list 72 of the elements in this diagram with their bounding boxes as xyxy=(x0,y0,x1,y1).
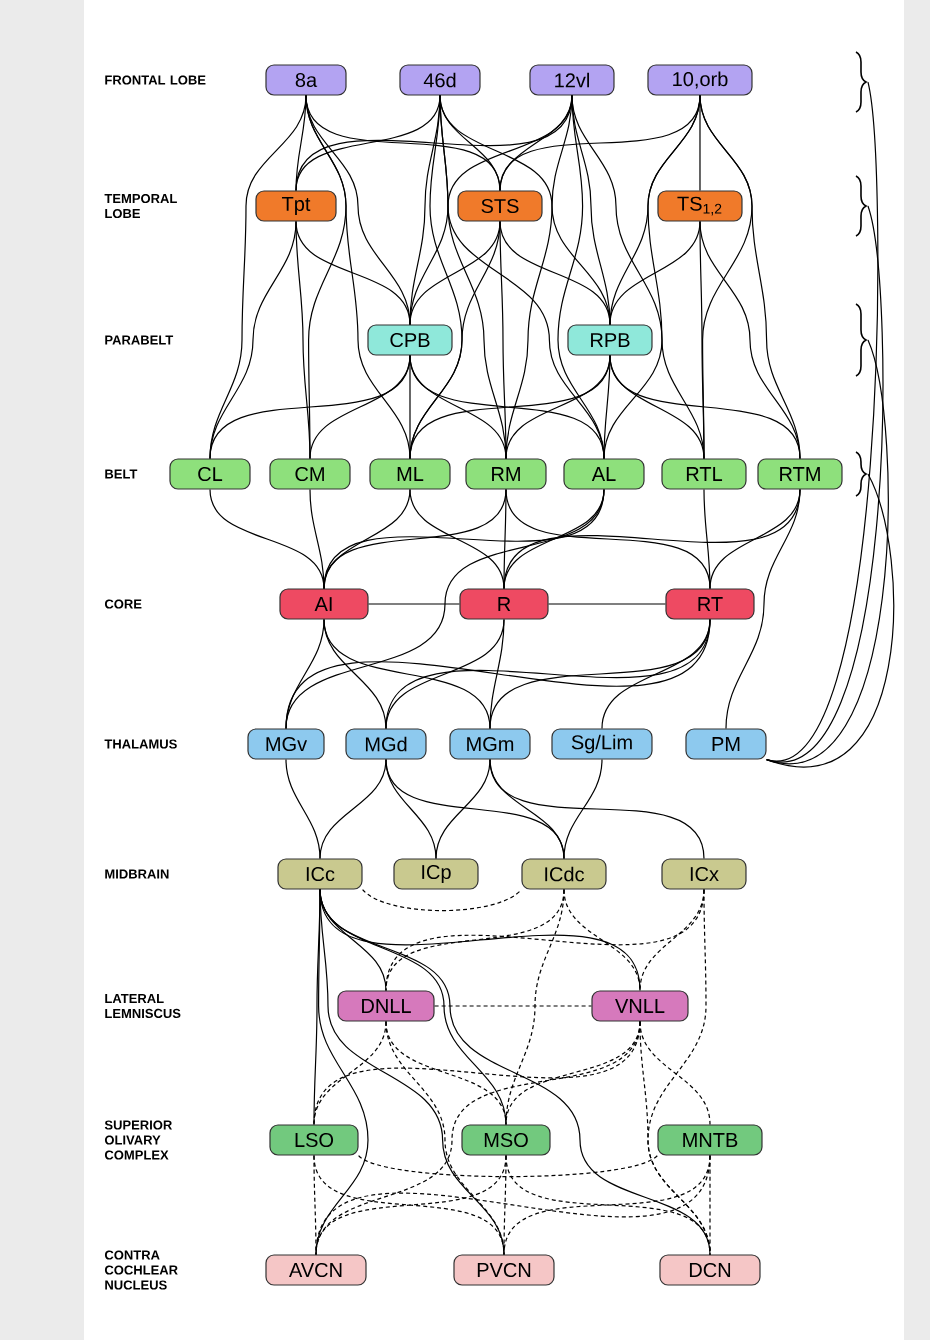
area-box: ICdc xyxy=(521,858,607,890)
area-box: AL xyxy=(563,458,645,490)
connection-line xyxy=(503,489,507,589)
connection-line xyxy=(309,489,325,589)
area-box: RT xyxy=(665,588,755,620)
area-box: PM xyxy=(685,728,767,760)
area-box: AVCN xyxy=(265,1254,367,1286)
area-box: CM xyxy=(269,458,351,490)
connection-line xyxy=(409,355,507,460)
area-box: 10,orb xyxy=(647,64,753,96)
area-box: CL xyxy=(169,458,251,490)
connection-line xyxy=(703,489,711,589)
area-box: ICc xyxy=(277,858,363,890)
connection-line xyxy=(699,95,801,460)
connection-line xyxy=(209,95,307,460)
connection-line xyxy=(647,889,711,1255)
area-box: RM xyxy=(465,458,547,490)
connection-line xyxy=(563,759,603,859)
area-box: ICx xyxy=(661,858,747,890)
area-box: MGm xyxy=(449,728,531,760)
area-box: R xyxy=(459,588,549,620)
area-box: CPB xyxy=(367,324,453,356)
area-box: RTM xyxy=(757,458,843,490)
area-box: Tpt xyxy=(255,190,337,222)
area-box: MSO xyxy=(461,1124,551,1156)
connection-line xyxy=(435,759,491,859)
connection-line xyxy=(699,221,705,460)
area-box: STS xyxy=(457,190,543,222)
connection-line xyxy=(285,759,321,859)
connection-line xyxy=(409,355,411,460)
connection-line xyxy=(766,339,889,764)
area-box: 8a xyxy=(265,64,347,96)
area-box: 46d xyxy=(399,64,481,96)
area-box: RTL xyxy=(661,458,747,490)
area-box: Sg/Lim xyxy=(551,728,653,760)
connection-line xyxy=(489,619,505,729)
connection-line xyxy=(609,355,705,460)
area-box: VNLL xyxy=(591,990,689,1022)
connection-line xyxy=(323,489,411,589)
connection-line xyxy=(358,1155,658,1178)
connection-line xyxy=(489,759,705,859)
area-box: ICp xyxy=(393,858,479,890)
area-box: MGv xyxy=(247,728,325,760)
connection-line xyxy=(725,489,801,729)
connection-line xyxy=(323,619,491,729)
area-box: AI xyxy=(279,588,369,620)
area-box: DCN xyxy=(659,1254,761,1286)
connection-line xyxy=(766,473,895,768)
connection-line xyxy=(603,355,611,460)
connection-line xyxy=(766,205,884,761)
area-box: LSO xyxy=(269,1124,359,1156)
area-box: MGd xyxy=(345,728,427,760)
connection-line xyxy=(368,603,460,605)
connection-line xyxy=(385,619,711,729)
connection-line xyxy=(319,759,387,859)
connection-line xyxy=(548,603,666,605)
area-box: MNTB xyxy=(657,1124,763,1156)
connection-line xyxy=(434,1005,592,1007)
area-box: TS$_{1,2}$ xyxy=(657,190,743,222)
area-box: ML xyxy=(369,458,451,490)
connection-line xyxy=(709,1155,711,1255)
area-box: 12vl xyxy=(529,64,615,96)
area-box: RPB xyxy=(567,324,653,356)
connection-line xyxy=(601,619,711,729)
area-box: DNLL xyxy=(337,990,435,1022)
connection-line xyxy=(505,889,565,1125)
connection-line xyxy=(295,221,311,460)
connection-line xyxy=(319,889,711,1255)
area-box: PVCN xyxy=(453,1254,555,1286)
connection-line xyxy=(362,889,522,912)
connection-line xyxy=(609,355,801,460)
connection-line xyxy=(285,489,605,729)
